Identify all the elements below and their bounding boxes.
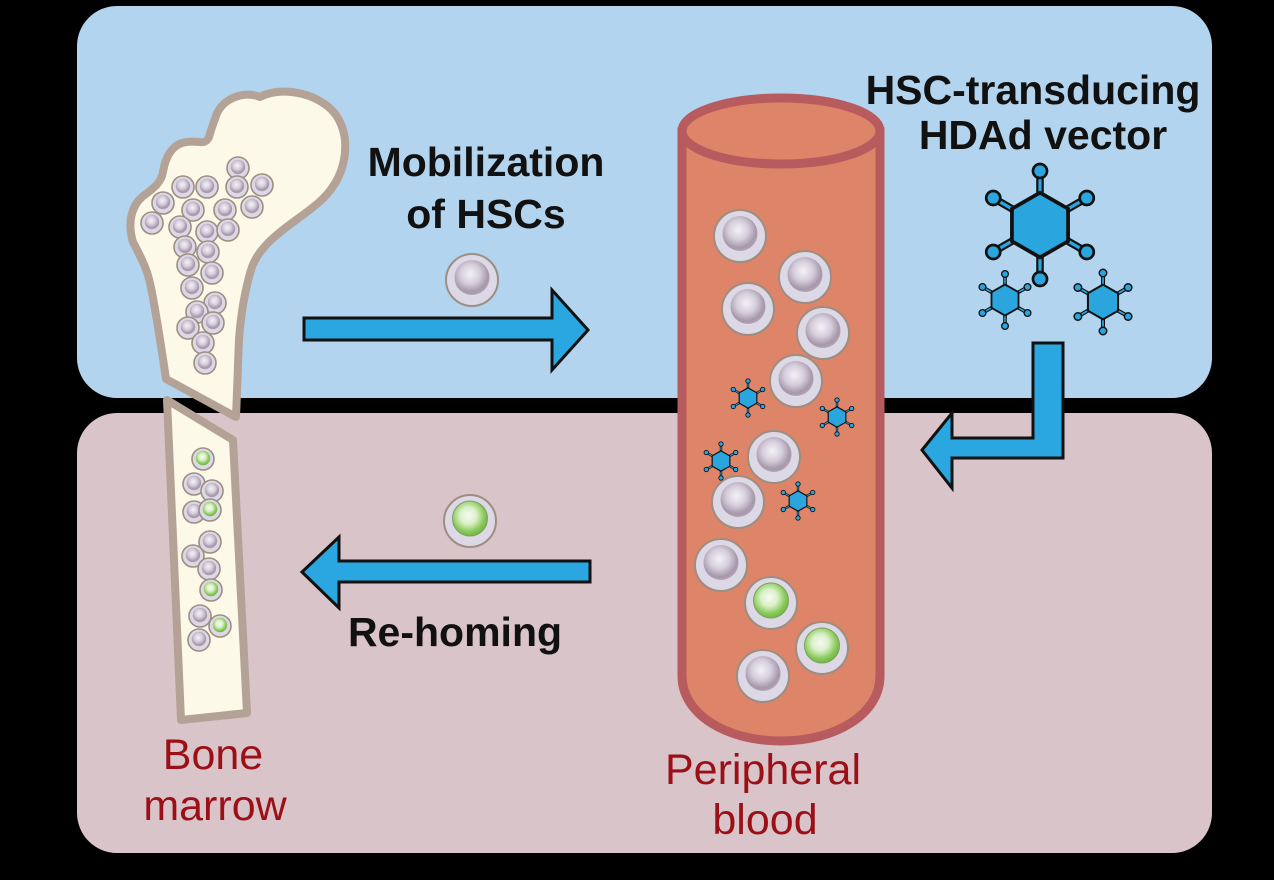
hsc-cell: [168, 215, 192, 239]
hsc-cell: [180, 276, 204, 300]
hsc-cell: [188, 604, 212, 628]
hsc-cell: [195, 220, 219, 244]
gfp-hsc-cell: [208, 614, 232, 638]
peripheral-blood-label-line1: Peripheral: [665, 746, 861, 794]
hsc-cell: [176, 253, 200, 277]
hsc-cell: [796, 306, 850, 360]
blood-circulation-panel: [77, 6, 1212, 398]
hsc-cell: [193, 351, 217, 375]
bone-marrow-panel: [77, 413, 1212, 853]
bone-marrow-label-line1: Bone: [163, 731, 263, 779]
hsc-cell: [187, 628, 211, 652]
hsc-cell: [736, 649, 790, 703]
transduced-hsc-cell: [443, 494, 497, 548]
hsc-cell: [694, 538, 748, 592]
hsc-cell: [171, 175, 195, 199]
mobilization-label-line1: Mobilization: [368, 139, 605, 185]
hsc-cell: [769, 354, 823, 408]
hsc-cell: [200, 261, 224, 285]
gfp-hsc-cell: [795, 621, 849, 675]
vector-label-line1: HSC-transducing: [866, 67, 1201, 113]
hsc-cell: [747, 430, 801, 484]
vector-injection-arrow: [920, 341, 1065, 493]
rehoming-label: Re-homing: [348, 609, 562, 655]
gfp-hsc-cell: [198, 498, 222, 522]
hsc-cell: [197, 557, 221, 581]
hsc-cell: [711, 475, 765, 529]
hsc-cell: [250, 173, 274, 197]
hsc-cell: [191, 331, 215, 355]
hsc-cell: [195, 175, 219, 199]
hsc-cell: [225, 175, 249, 199]
hsc-cell: [216, 218, 240, 242]
gfp-hsc-cell: [199, 578, 223, 602]
hsc-cell: [240, 195, 264, 219]
mobilization-arrow: [302, 286, 591, 374]
bone: [126, 87, 350, 724]
hsc-cell: [140, 211, 164, 235]
bone-marrow-label-line2: marrow: [143, 782, 287, 830]
mobilized-hsc-cell: [445, 253, 499, 307]
rehoming-arrow: [299, 533, 592, 612]
vector-label-line2: HDAd vector: [919, 112, 1167, 158]
hsc-cell: [778, 250, 832, 304]
hsc-cell: [196, 240, 220, 264]
hsc-cell: [213, 198, 237, 222]
gfp-hsc-cell: [744, 576, 798, 630]
hsc-cell: [151, 191, 175, 215]
vessel-top-opening: [677, 93, 885, 169]
peripheral-blood-label-line2: blood: [712, 796, 817, 844]
hsc-cell: [713, 209, 767, 263]
mobilization-label-line2: of HSCs: [406, 191, 565, 237]
blood-vessel: [677, 93, 885, 746]
hsc-cell: [721, 282, 775, 336]
gfp-hsc-cell: [191, 447, 215, 471]
hsc-cell: [201, 311, 225, 335]
